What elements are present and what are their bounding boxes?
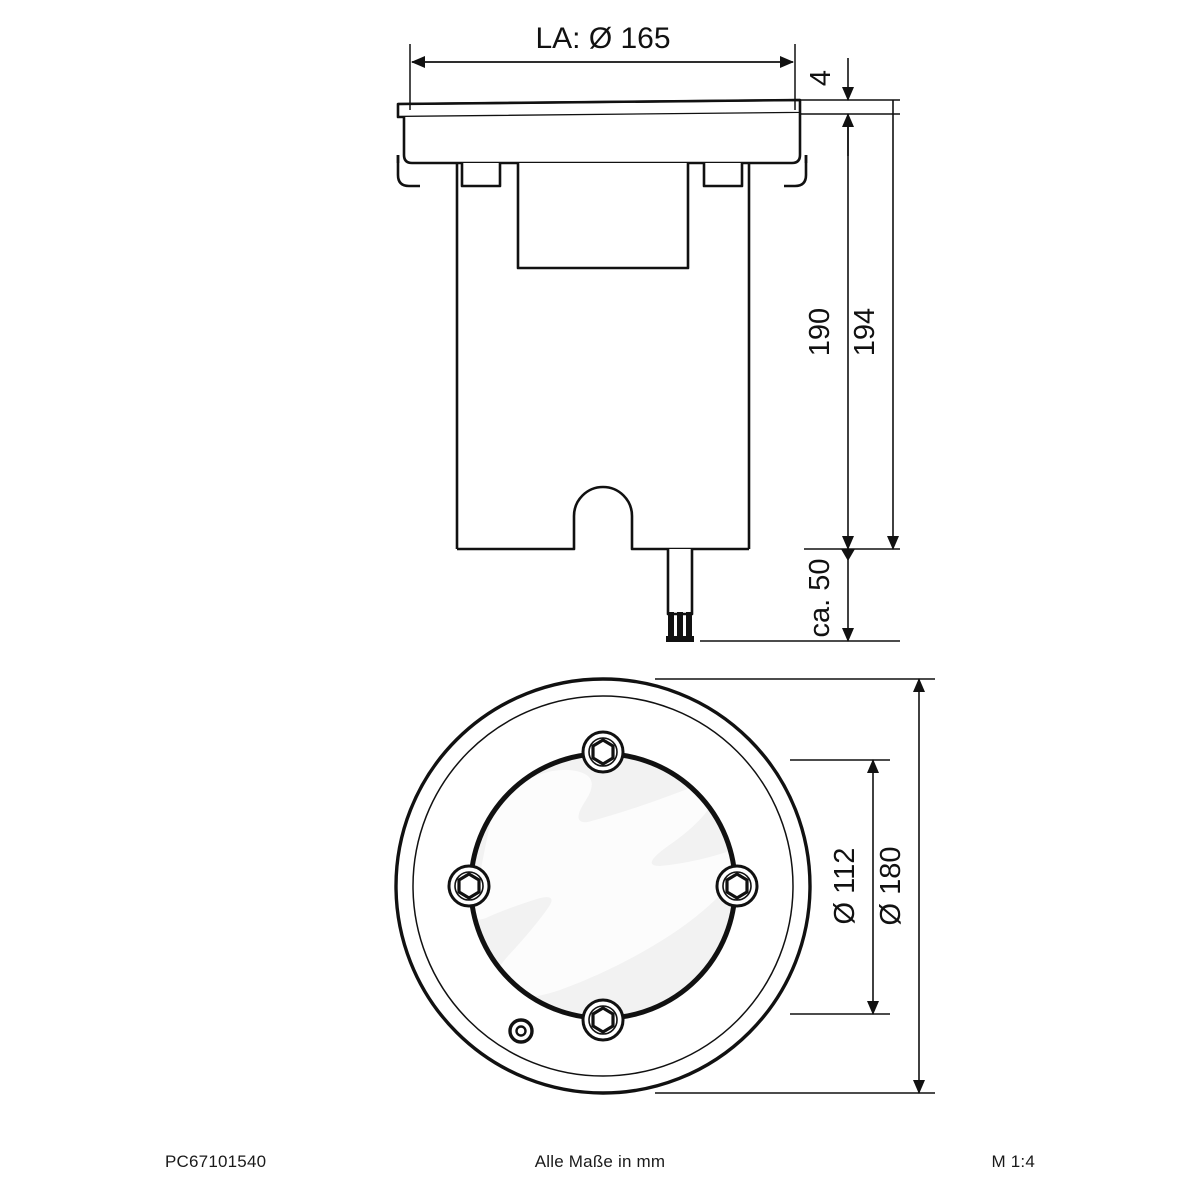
dim-label-lens-diameter: Ø 112 bbox=[829, 848, 861, 925]
drawing-footer: PC67101540 Alle Maße in mm M 1:4 bbox=[0, 1142, 1200, 1182]
inner-flange-circle bbox=[412, 695, 794, 1077]
collar-skirt bbox=[396, 155, 808, 188]
dim-label-flange-thickness: 4 bbox=[805, 70, 837, 86]
hex-screw-bottom bbox=[581, 998, 625, 1042]
mounting-tab-right bbox=[702, 163, 744, 188]
dim-label-outer-diameter: Ø 180 bbox=[875, 847, 907, 926]
footer-article-number: PC67101540 bbox=[165, 1152, 267, 1171]
glass-lens bbox=[470, 753, 736, 1019]
dim-label-la-diameter: LA: Ø 165 bbox=[535, 22, 670, 55]
installation-sleeve-body bbox=[455, 163, 751, 551]
footer-scale: M 1:4 bbox=[991, 1152, 1035, 1171]
side-view-dimensions: LA: Ø 165 4 190 194 ca. 50 bbox=[409, 22, 900, 642]
dim-label-total-height: 194 bbox=[849, 308, 881, 356]
housing-collar bbox=[402, 113, 802, 165]
pressure-equalization-valve bbox=[508, 1018, 534, 1044]
dim-label-cable-length: ca. 50 bbox=[804, 559, 836, 638]
hex-screw-top bbox=[581, 730, 625, 774]
footer-units-note: Alle Maße in mm bbox=[534, 1152, 666, 1171]
hex-screw-right bbox=[715, 864, 759, 908]
supply-cable bbox=[666, 549, 694, 642]
mounting-tab-left bbox=[460, 163, 502, 188]
top-view-dimensions: Ø 180 Ø 112 bbox=[655, 678, 935, 1094]
side-elevation-view bbox=[396, 98, 808, 642]
dim-label-body-height: 190 bbox=[804, 308, 836, 356]
top-plan-view bbox=[394, 677, 812, 1095]
hex-screw-left bbox=[447, 864, 491, 908]
internal-gear-block bbox=[516, 163, 690, 270]
